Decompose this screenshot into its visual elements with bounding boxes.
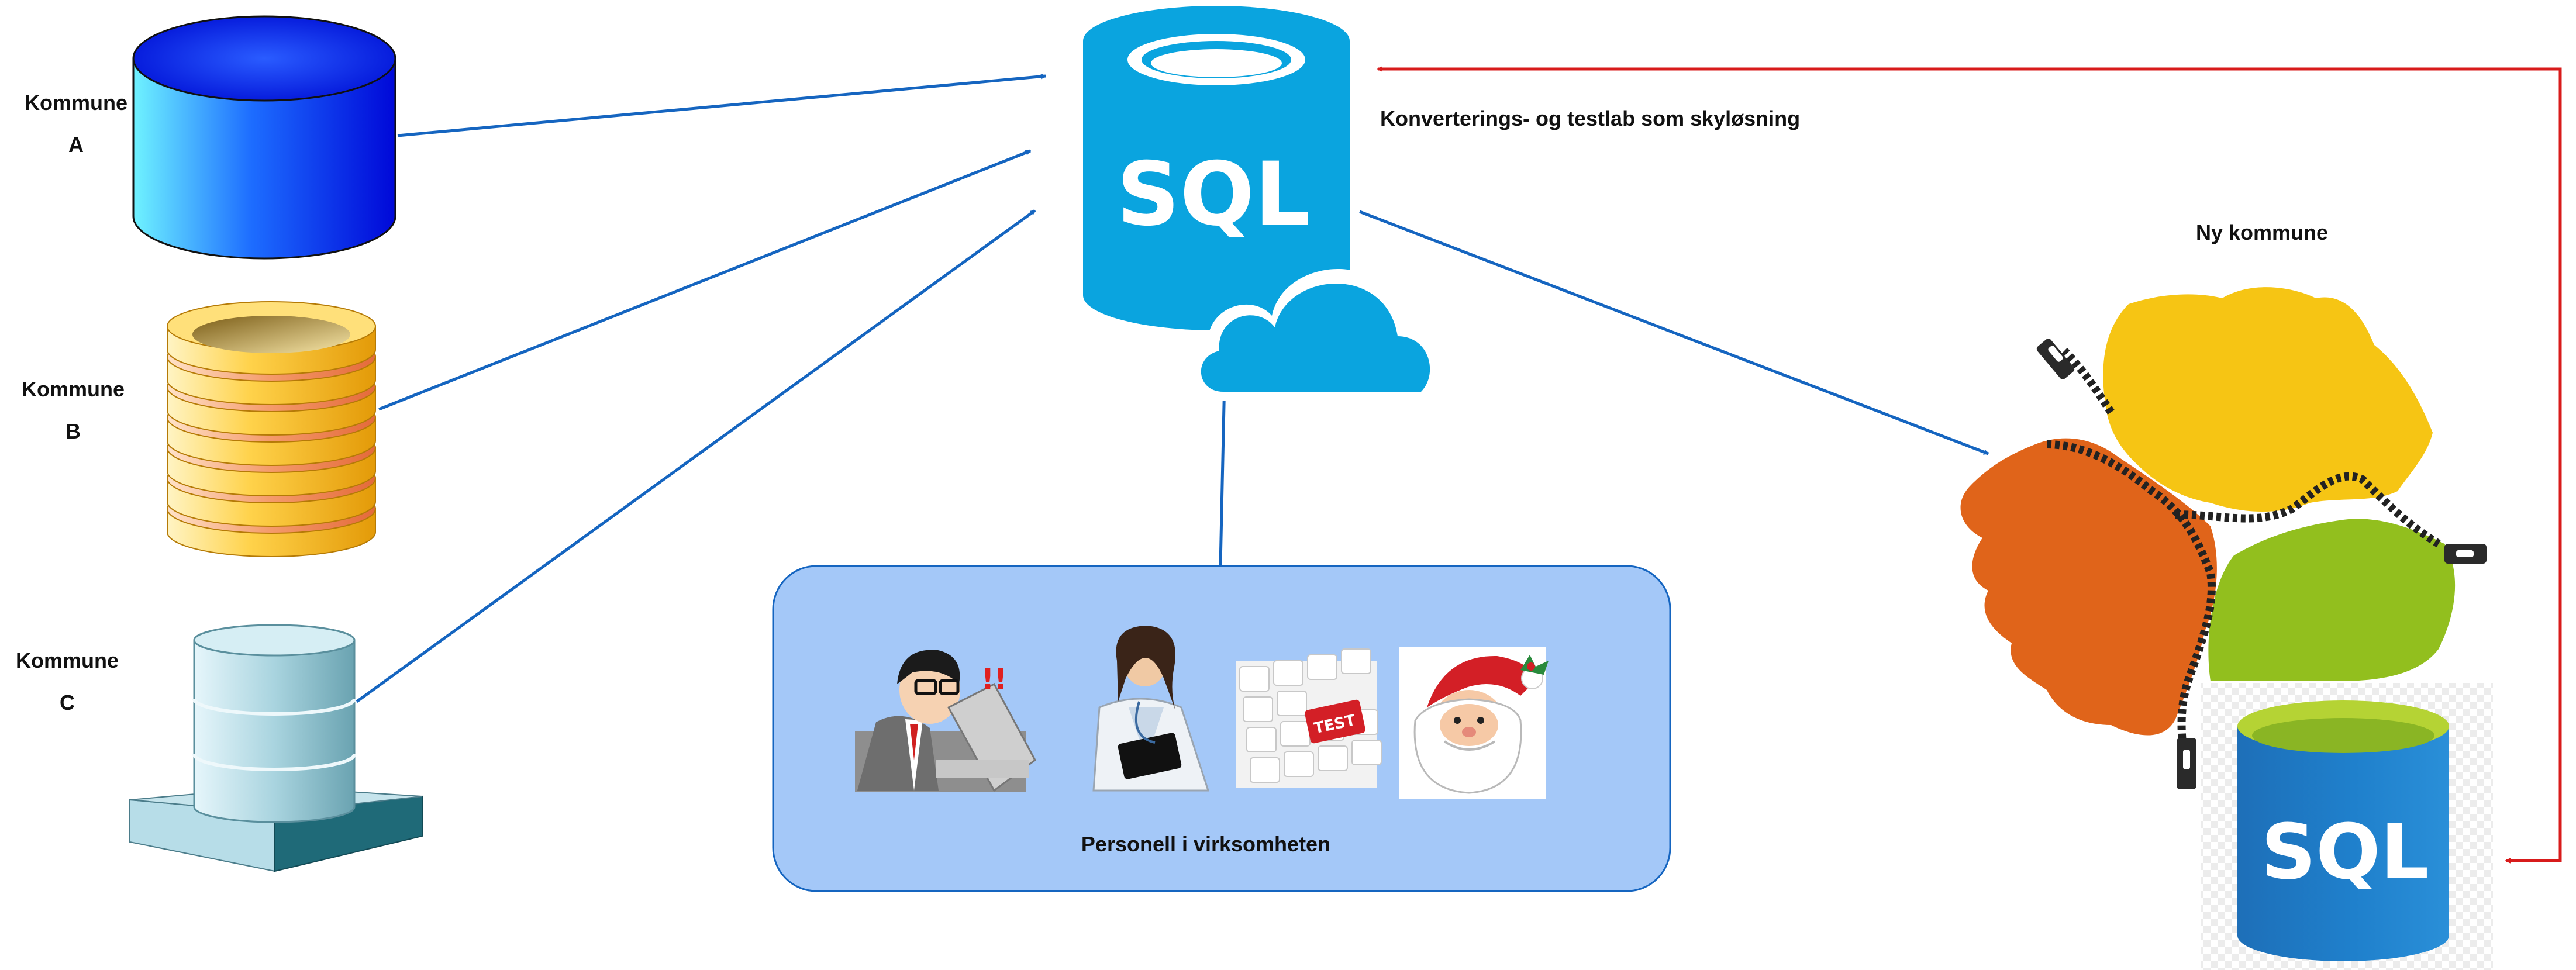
keyboard-key [1277,691,1307,716]
coin-hole [192,316,350,353]
santa-icon [1399,647,1549,799]
keyboard-key [1250,757,1280,783]
keyboard-key [1243,696,1273,722]
kommune-c-letter: C [60,691,75,714]
kommune-b-letter: B [65,419,81,443]
arrow-lab-to-new-municipality [1359,210,1988,455]
arrow-kommune-b-to-lab [378,149,1030,411]
arrow-kommune-a-to-lab [397,76,1046,137]
kommune-a-label: Kommune A [18,82,135,166]
kommune-c-word: Kommune [15,648,119,672]
doctor-icon [1092,626,1210,792]
keyboard-key [1280,721,1311,747]
keyboard-key [1341,648,1371,674]
arrow-kommune-c-to-lab [356,209,1036,703]
keyboard-key [1273,660,1303,686]
staff-caption: Personell i virksomheten [1081,832,1330,856]
keyboard-key [1246,727,1277,752]
database-cylinder-blue-icon [132,15,396,260]
municipality-map-zipper-icon [1960,287,2487,789]
sql-main-text: SQL [1116,144,1310,246]
kommune-a-word: Kommune [24,91,127,115]
kommune-b-word: Kommune [21,377,125,401]
kommune-a-letter: A [68,133,84,157]
exclaim-text: !! [981,663,1007,696]
sql-cloud-icon: SQL [1083,6,1446,401]
arrow-staff-to-lab [1219,379,1225,565]
worker-laptop-icon: !! [855,650,1036,792]
keyboard-key [1307,654,1337,680]
kommune-c-label: Kommune C [9,640,126,724]
keyboard-key [1284,751,1314,777]
server-stack-glass-icon [129,624,423,872]
new-municipality-title: Ny kommune [2196,220,2328,244]
keyboard-key [1239,666,1270,692]
sql-database-icon: SQL [2201,683,2493,970]
arrow-new-sql-to-lab [1378,69,2562,861]
keyboard-test-icon: TEST [1236,648,1382,788]
coin-stack-gold-icon [167,301,376,557]
sql-new-text: SQL [2261,807,2429,896]
kommune-b-label: Kommune B [15,368,132,453]
lab-caption: Konverterings- og testlab som skyløsning [1380,106,1800,130]
keyboard-key [1318,745,1348,771]
keyboard-key [1351,740,1382,765]
